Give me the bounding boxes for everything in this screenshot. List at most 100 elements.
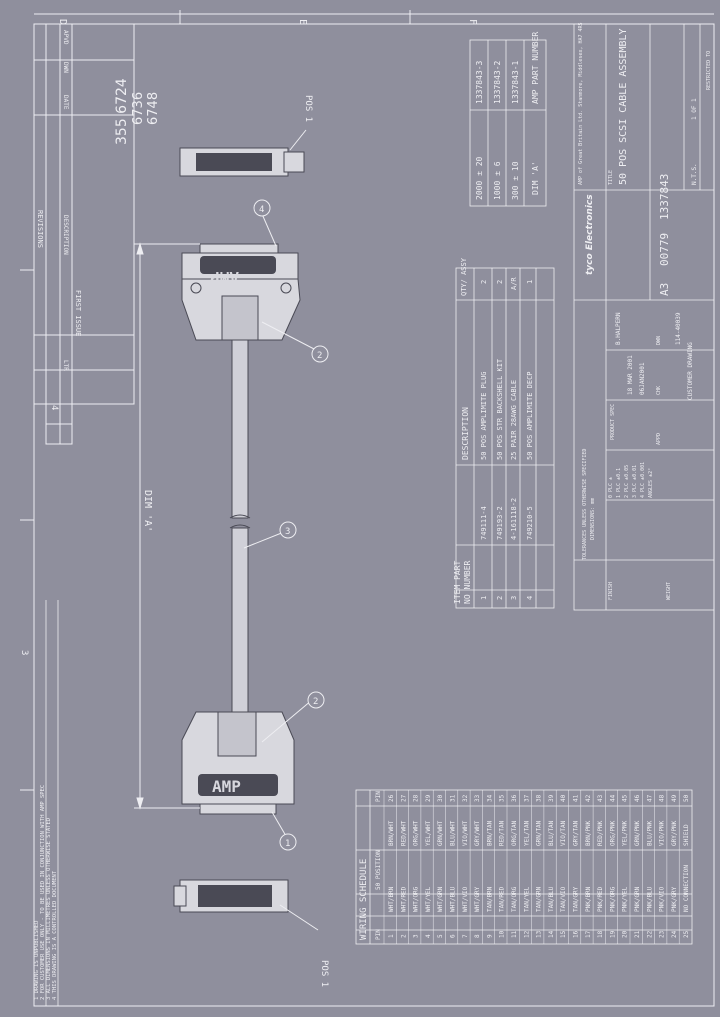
pos1-bottom-label: POS 1 [319, 960, 329, 987]
appd-label: APPD [656, 433, 662, 445]
dash-header-dim: DIM 'A' [531, 161, 540, 195]
wiring-pin: 2 [400, 934, 407, 938]
wiring-pin: 35 [499, 794, 506, 802]
wiring-row-lines [383, 790, 680, 944]
wiring-pin: 6 [450, 934, 457, 938]
wiring-color: PNK/VIO [659, 886, 666, 912]
svg-text:3: 3 [285, 527, 290, 537]
title-block [573, 23, 715, 611]
wiring-color: BLU/PNK [646, 820, 653, 846]
wiring-color: WHT/ORG [413, 886, 420, 912]
sheet-border [20, 10, 715, 1007]
wiring-color: YEL/PNK [622, 820, 629, 846]
wiring-pin: 1 [388, 934, 395, 938]
wiring-color: WHT/BRN [388, 886, 395, 912]
wiring-color: WHT/YEL [425, 886, 432, 912]
wiring-color: YEL/TAN [523, 820, 530, 846]
wiring-pin: 18 [597, 930, 604, 938]
chk-label: CHK [656, 386, 662, 395]
dim-a-label: DIM 'A' [142, 490, 153, 532]
wiring-pin: 33 [474, 794, 481, 802]
wiring-color: TAN/GRY [573, 886, 580, 912]
callout-3: 3 [279, 521, 297, 539]
wiring-pin: 37 [523, 794, 530, 802]
wiring-pin: 39 [548, 794, 555, 802]
wiring-pin: 11 [511, 930, 518, 938]
svg-text:2: 2 [317, 351, 322, 361]
wiring-color: GRN/PNK [634, 820, 641, 846]
bom-header-item-part: ITEM PART [453, 560, 462, 604]
wiring-color: RED/TAN [499, 820, 506, 846]
wiring-pin: 49 [671, 794, 678, 802]
wiring-color: BRN/WHT [388, 820, 395, 846]
wiring-color: RED/PNK [597, 820, 604, 846]
zone-number: 3 [19, 650, 29, 655]
bom-header-description: DESCRIPTION [461, 407, 470, 460]
wiring-color: ORG/WHT [413, 820, 420, 846]
dash-row-dim: 300 ± 10 [511, 161, 520, 200]
wiring-pin: 14 [548, 930, 555, 938]
dash-header-part: AMP PART NUMBER [531, 32, 540, 104]
wiring-color: BLU/TAN [548, 820, 555, 846]
revision-col-apvd: APVD [62, 30, 69, 45]
wiring-color: PNK/GRN [634, 886, 641, 912]
customer-drawing-label: CUSTOMER DRAWING [687, 342, 694, 400]
bom-qty: A/R [510, 277, 518, 290]
wiring-color: WHT/BLU [450, 886, 457, 912]
top-connector-assembly [181, 243, 301, 341]
wiring-color: GRN/WHT [437, 820, 444, 846]
wiring-pin: 38 [536, 794, 543, 802]
wiring-pin: 12 [523, 930, 530, 938]
bottom-plug [173, 879, 289, 913]
wiring-pin: 15 [560, 930, 567, 938]
wiring-pin: 27 [400, 794, 407, 802]
wiring-title: WIRING SCHEDULE [359, 859, 369, 940]
wiring-pin: 43 [597, 794, 604, 802]
handwritten-part-1: 355 6724 [114, 78, 130, 145]
wiring-color: PNK/BLU [646, 886, 653, 912]
svg-text:2: 2 [313, 697, 318, 707]
zone-letter: E [297, 19, 308, 25]
scale-value: N.T.S. [691, 163, 698, 185]
cage-code: 00779 [658, 233, 671, 266]
wiring-pin: 36 [511, 794, 518, 802]
wiring-color: ORG/PNK [609, 820, 616, 846]
revision-block [33, 23, 135, 445]
wiring-color: GRY/WHT [474, 820, 481, 846]
wiring-pin: 19 [609, 930, 616, 938]
bom-part: 749111-4 [480, 506, 488, 540]
bom-item: 3 [510, 596, 518, 600]
cable [229, 339, 251, 715]
svg-text:4: 4 [259, 205, 264, 215]
wiring-color: PNK/BRN [585, 886, 592, 912]
bom-item: 2 [496, 596, 504, 600]
notes-block [45, 600, 59, 1006]
bom-desc: 50 POS AMPLIMITE DECP [526, 371, 534, 460]
wiring-pin: 26 [388, 794, 395, 802]
callout-4: 4 [253, 199, 271, 217]
tol-value: ANGLES ±2° [648, 468, 654, 498]
product-spec: 114-40039 [675, 312, 682, 345]
wiring-color: ORG/TAN [511, 820, 518, 846]
wiring-color: GRY/PNK [671, 820, 678, 846]
bom-item: 4 [526, 596, 534, 600]
dash-row-part: 1337843-2 [493, 60, 502, 104]
wiring-color: TAN/YEL [523, 886, 530, 912]
wiring-color: BRN/PNK [585, 820, 592, 846]
tol-value: 0 PLC ± [608, 477, 614, 498]
tol-value: 4 PLC ±0.001 [640, 462, 646, 498]
pos1-bottom-leader [279, 904, 319, 931]
dimension-line [134, 242, 200, 810]
wiring-color: WHT/RED [400, 886, 407, 912]
amp-logo-top: AMP [210, 268, 239, 287]
dash-table [469, 39, 547, 207]
pos1-top-label: POS 1 [303, 95, 313, 122]
wiring-pin: 28 [413, 794, 420, 802]
product-spec-label: PRODUCT SPEC [610, 404, 616, 440]
bom-item: 1 [480, 596, 488, 600]
tol-value: 2 PLC ±0.05 [624, 465, 630, 498]
wiring-color: BRN/TAN [486, 820, 493, 846]
bom-part: 4-161118-2 [510, 498, 518, 540]
bom-header-qty: QTY/ ASSY [460, 257, 468, 296]
